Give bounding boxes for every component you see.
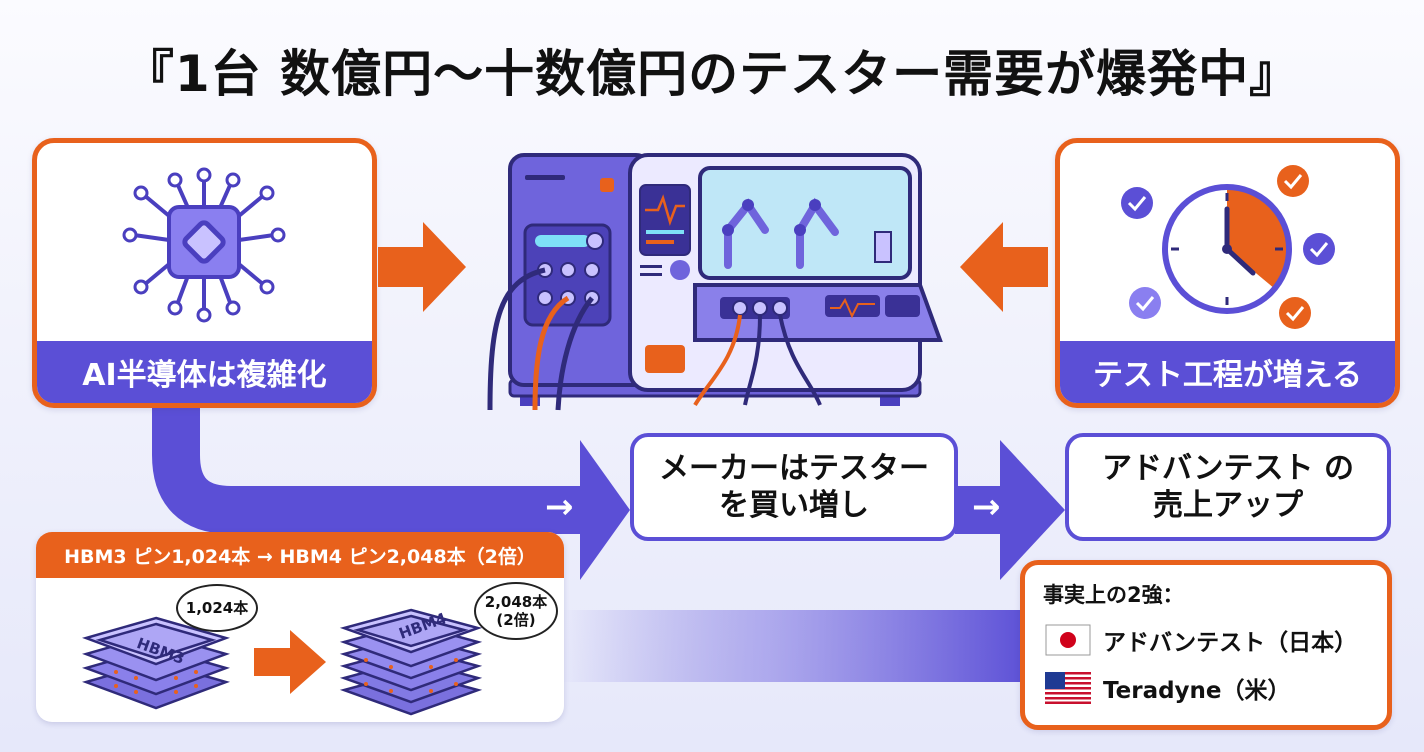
hbm-pin-card: HBM3 ピン1,024本 → HBM4 ピン2,048本（2倍） HBM3 1…: [36, 532, 564, 722]
maker-name-teradyne: Teradyne（米）: [1103, 678, 1291, 704]
hbm4-chip-stack-icon: [339, 608, 483, 716]
maker-row-teradyne: Teradyne（米）: [1045, 671, 1291, 705]
maker-row-advantest: アドバンテスト（日本）: [1045, 623, 1357, 657]
maker-name-advantest: アドバンテスト（日本）: [1103, 630, 1358, 656]
hbm3-chip-stack-icon: [81, 616, 231, 710]
flow-arrow-glyph-2: →: [972, 487, 1001, 527]
hbm-pin-header: HBM3 ピン1,024本 → HBM4 ピン2,048本（2倍）: [36, 532, 564, 578]
hbm4-pin-bubble: 2,048本 (2倍): [474, 582, 558, 640]
flow-step-sales-up: アドバンテスト の 売上アップ: [1065, 433, 1391, 541]
hbm3-pin-bubble: 1,024本: [176, 584, 258, 632]
orange-arrow-left: [960, 222, 1048, 312]
flow-step-buy-testers: メーカーはテスター を買い増し: [630, 433, 958, 541]
semiconductor-tester-machine-icon: [487, 153, 943, 411]
ai-chip-label: AI半導体は複雑化: [37, 341, 372, 403]
orange-arrow-right: [378, 222, 466, 312]
hbm4-pin-multiplier: (2倍): [496, 611, 536, 629]
ai-chip-card: AI半導体は複雑化: [32, 138, 377, 408]
hbm3-pin-count: 1,024本: [185, 599, 249, 617]
flow-arrow-glyph-1: →: [545, 487, 574, 527]
top-makers-title: 事実上の2強：: [1043, 583, 1184, 607]
page-title: 『1台 数億円〜十数億円のテスター需要が爆発中』: [123, 45, 1301, 103]
test-process-label: テスト工程が増える: [1060, 341, 1395, 403]
clock-checklist-icon: [1121, 165, 1335, 329]
test-process-card: テスト工程が増える: [1055, 138, 1400, 408]
top-makers-card: 事実上の2強： アドバンテスト（日本） Teradyne（米）: [1020, 560, 1392, 730]
hbm4-pin-count: 2,048本: [484, 593, 548, 611]
ai-chip-icon: [122, 167, 286, 323]
hbm-upgrade-arrow: [254, 630, 326, 694]
usa-flag-icon: [1045, 672, 1091, 704]
japan-flag-icon: [1045, 624, 1091, 656]
